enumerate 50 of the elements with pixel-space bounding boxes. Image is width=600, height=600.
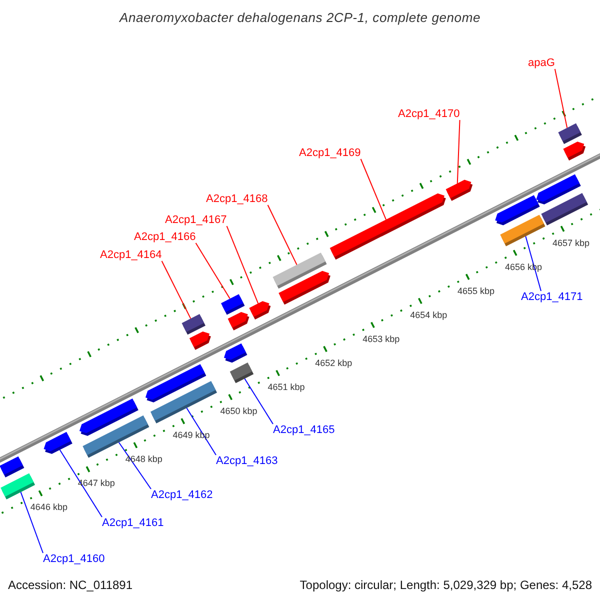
scale-label: 4653 kbp: [362, 334, 400, 344]
gene-label: A2cp1_4163: [216, 455, 278, 467]
gene-label: apaG: [528, 57, 555, 69]
scale-label: 4650 kbp: [220, 406, 258, 416]
leader-line: [59, 449, 102, 518]
genome-stats-note: Topology: circular; Length: 5,029,329 bp; Genes: 4,528: [300, 578, 592, 592]
diagram-title: Anaeromyxobacter dehalogenans 2CP-1, complete genome: [118, 10, 482, 25]
leader-line: [118, 442, 152, 490]
gene-label: A2cp1_4165: [273, 424, 335, 436]
gene-bar: [330, 193, 446, 260]
leader-line: [554, 68, 568, 128]
leader-line: [456, 120, 460, 184]
gene-label: A2cp1_4170: [398, 108, 460, 120]
gene-label: A2cp1_4162: [151, 489, 213, 501]
scale-label: 4655 kbp: [458, 286, 495, 296]
gene-label: A2cp1_4160: [43, 553, 105, 565]
gene-label: A2cp1_4164: [100, 249, 162, 261]
leader-line: [267, 204, 298, 266]
gene-bar: [228, 312, 250, 330]
gene-label: A2cp1_4169: [299, 147, 361, 159]
gene-bar: [500, 214, 546, 246]
gene-bar: [278, 270, 330, 305]
scale-label: 4652 kbp: [315, 358, 352, 368]
gene-label: A2cp1_4166: [134, 231, 196, 243]
leader-line: [161, 260, 192, 320]
leader-line: [525, 236, 542, 292]
accession-note: Accession: NC_011891: [8, 578, 133, 592]
scale-label: 4651 kbp: [268, 382, 305, 392]
gene-label: A2cp1_4168: [206, 193, 268, 205]
scale-label: 4657 kbp: [552, 238, 590, 248]
gene-bar: [563, 142, 586, 160]
gene-bar: [150, 381, 217, 424]
gene-bar: [224, 343, 248, 363]
gene-bar: [446, 180, 473, 201]
gene-bar: [541, 193, 588, 226]
gene-bar: [220, 294, 245, 315]
scale-label: 4654 kbp: [410, 310, 448, 320]
leader-line: [186, 408, 216, 456]
gene-bar: [558, 123, 582, 144]
scale-label: 4646 kbp: [30, 502, 68, 512]
gene-bar: [0, 456, 24, 478]
gene-label: A2cp1_4161: [102, 517, 164, 529]
gene-label: A2cp1_4171: [521, 291, 583, 303]
gene-bar: [182, 314, 206, 335]
gene-bar: [44, 432, 72, 454]
gene-bar: [230, 362, 254, 384]
gene-label: A2cp1_4167: [165, 214, 227, 226]
leader-line: [244, 378, 274, 424]
gene-bar: [249, 301, 271, 320]
gene-bar: [189, 331, 211, 350]
